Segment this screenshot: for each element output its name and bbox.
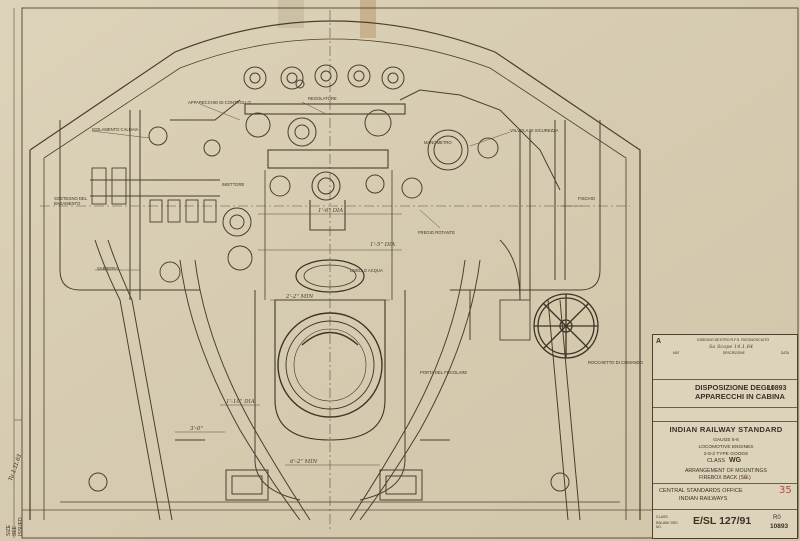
lower-fittings <box>60 439 620 503</box>
drawing-suffix: R0 <box>773 515 781 521</box>
annotation-1: SOSTEGNO DEL BASAMENTO <box>54 196 87 206</box>
top-gauges <box>243 64 405 90</box>
tape-mark <box>360 0 376 38</box>
cab-profile <box>29 20 641 520</box>
italian-title-line1: DISPOSIZIONE DEGLI <box>695 383 774 392</box>
firebox-frame <box>179 259 481 521</box>
ministry: RAILWAY DRG. NO. <box>656 521 679 529</box>
engines: LOCOMOTIVE ENGINES <box>698 445 754 450</box>
arrangement: ARRANGEMENT OF MOUNTINGS <box>684 468 768 474</box>
class-label: CLASS <box>707 458 726 464</box>
firebox-sheet: 1 <box>744 474 748 481</box>
central-fittings <box>244 103 406 300</box>
revision-row: A DISEGNO DESTRO R.F.S. RICONOSCIUTO Sa … <box>653 335 797 357</box>
drawing-number: E/SL 127/91 <box>693 515 752 527</box>
railways: INDIAN RAILWAYS <box>679 496 728 502</box>
revision-header-desc: DESCRIZIONE <box>723 351 745 355</box>
annotation-7: MANOMETRO <box>424 140 452 145</box>
annotation-13: ROCCHETTO DI COMANDO <box>588 360 643 365</box>
annotation-11: LIVELLO ACQUA <box>350 268 383 273</box>
office-row: CENTRAL STANDARDS OFFICE INDIAN RAILWAYS… <box>653 483 797 509</box>
italian-title-line2: APPARECCHI IN CABINA <box>695 392 785 401</box>
annotation-3: APPARECCHIO DI CONTROLLO <box>188 100 251 105</box>
left-valve-cluster <box>91 167 217 283</box>
irs-title-section: INDIAN RAILWAY STANDARD GAUGE 5-6 LOCOMO… <box>653 421 797 483</box>
standard-title: INDIAN RAILWAY STANDARD <box>669 425 783 434</box>
dimension-6: 6'-2" MIN <box>290 459 318 465</box>
drawing-number-row: CLASS RAILWAY DRG. NO. E/SL 127/91 R0 10… <box>653 509 797 540</box>
margin-note-3: ISSUED <box>18 517 24 536</box>
italian-title-row: DISPOSIZIONE DEGLI APPARECCHI IN CABINA … <box>653 379 797 407</box>
dimension-4: 2'-2" MIN <box>286 294 314 300</box>
revision-letter: A <box>656 338 662 345</box>
ref-number: 10893 <box>767 385 787 392</box>
revision-header-mat: MAT <box>673 351 680 355</box>
dimension-1: 1'-6" DIA <box>318 208 344 214</box>
dimension-5: 1'-10" DIA <box>226 399 255 405</box>
red-sheet-number: 35 <box>779 485 792 496</box>
dimension-3: 3'-0" <box>190 426 203 432</box>
leader-lines <box>91 101 582 271</box>
class-value: WG <box>729 457 742 464</box>
drawing-ref: 10893 <box>770 523 789 530</box>
firebox-close: ) <box>749 475 751 481</box>
annotation-6: VALVOLA DI SICUREZZA <box>510 128 559 133</box>
annotation-10: FREGIO ROTANTE <box>418 230 455 235</box>
class-box-label: CLASS <box>656 515 668 519</box>
reversing-wheel <box>499 293 599 359</box>
loco-type: 2-8-2 TYPE GOODS <box>703 452 749 457</box>
outer-border <box>21 7 799 539</box>
annotation-9: SABBIERA <box>97 266 118 271</box>
left-margin-strip <box>13 8 22 538</box>
dimension-2: 1'-5" DIA <box>370 242 396 248</box>
mid-gauges <box>148 79 499 271</box>
info-row <box>653 407 797 421</box>
revision-header-date: DATA <box>781 351 790 355</box>
annotation-12: PORTA DEL FOCOLARE <box>420 370 468 375</box>
firebox-label: FIREBOX BACK (SH. <box>699 475 750 481</box>
annotation-4: INIETTORE <box>222 182 245 187</box>
office: CENTRAL STANDARDS OFFICE <box>659 488 743 494</box>
annotation-2: ISOLAMENTO CALDAIA <box>92 127 139 132</box>
firebox-door <box>274 259 386 441</box>
revision-hand-note: Sa Scope 14.1.64 <box>709 344 754 350</box>
revision-description: DISEGNO DESTRO R.F.S. RICONOSCIUTO <box>697 338 770 342</box>
gauge: GAUGE 5-6 <box>713 438 739 443</box>
title-block: A DISEGNO DESTRO R.F.S. RICONOSCIUTO Sa … <box>652 334 798 539</box>
dimension-lines <box>175 213 402 466</box>
annotation-8: FISCHIO <box>578 196 595 201</box>
annotation-5: REGOLATORE <box>308 96 337 101</box>
